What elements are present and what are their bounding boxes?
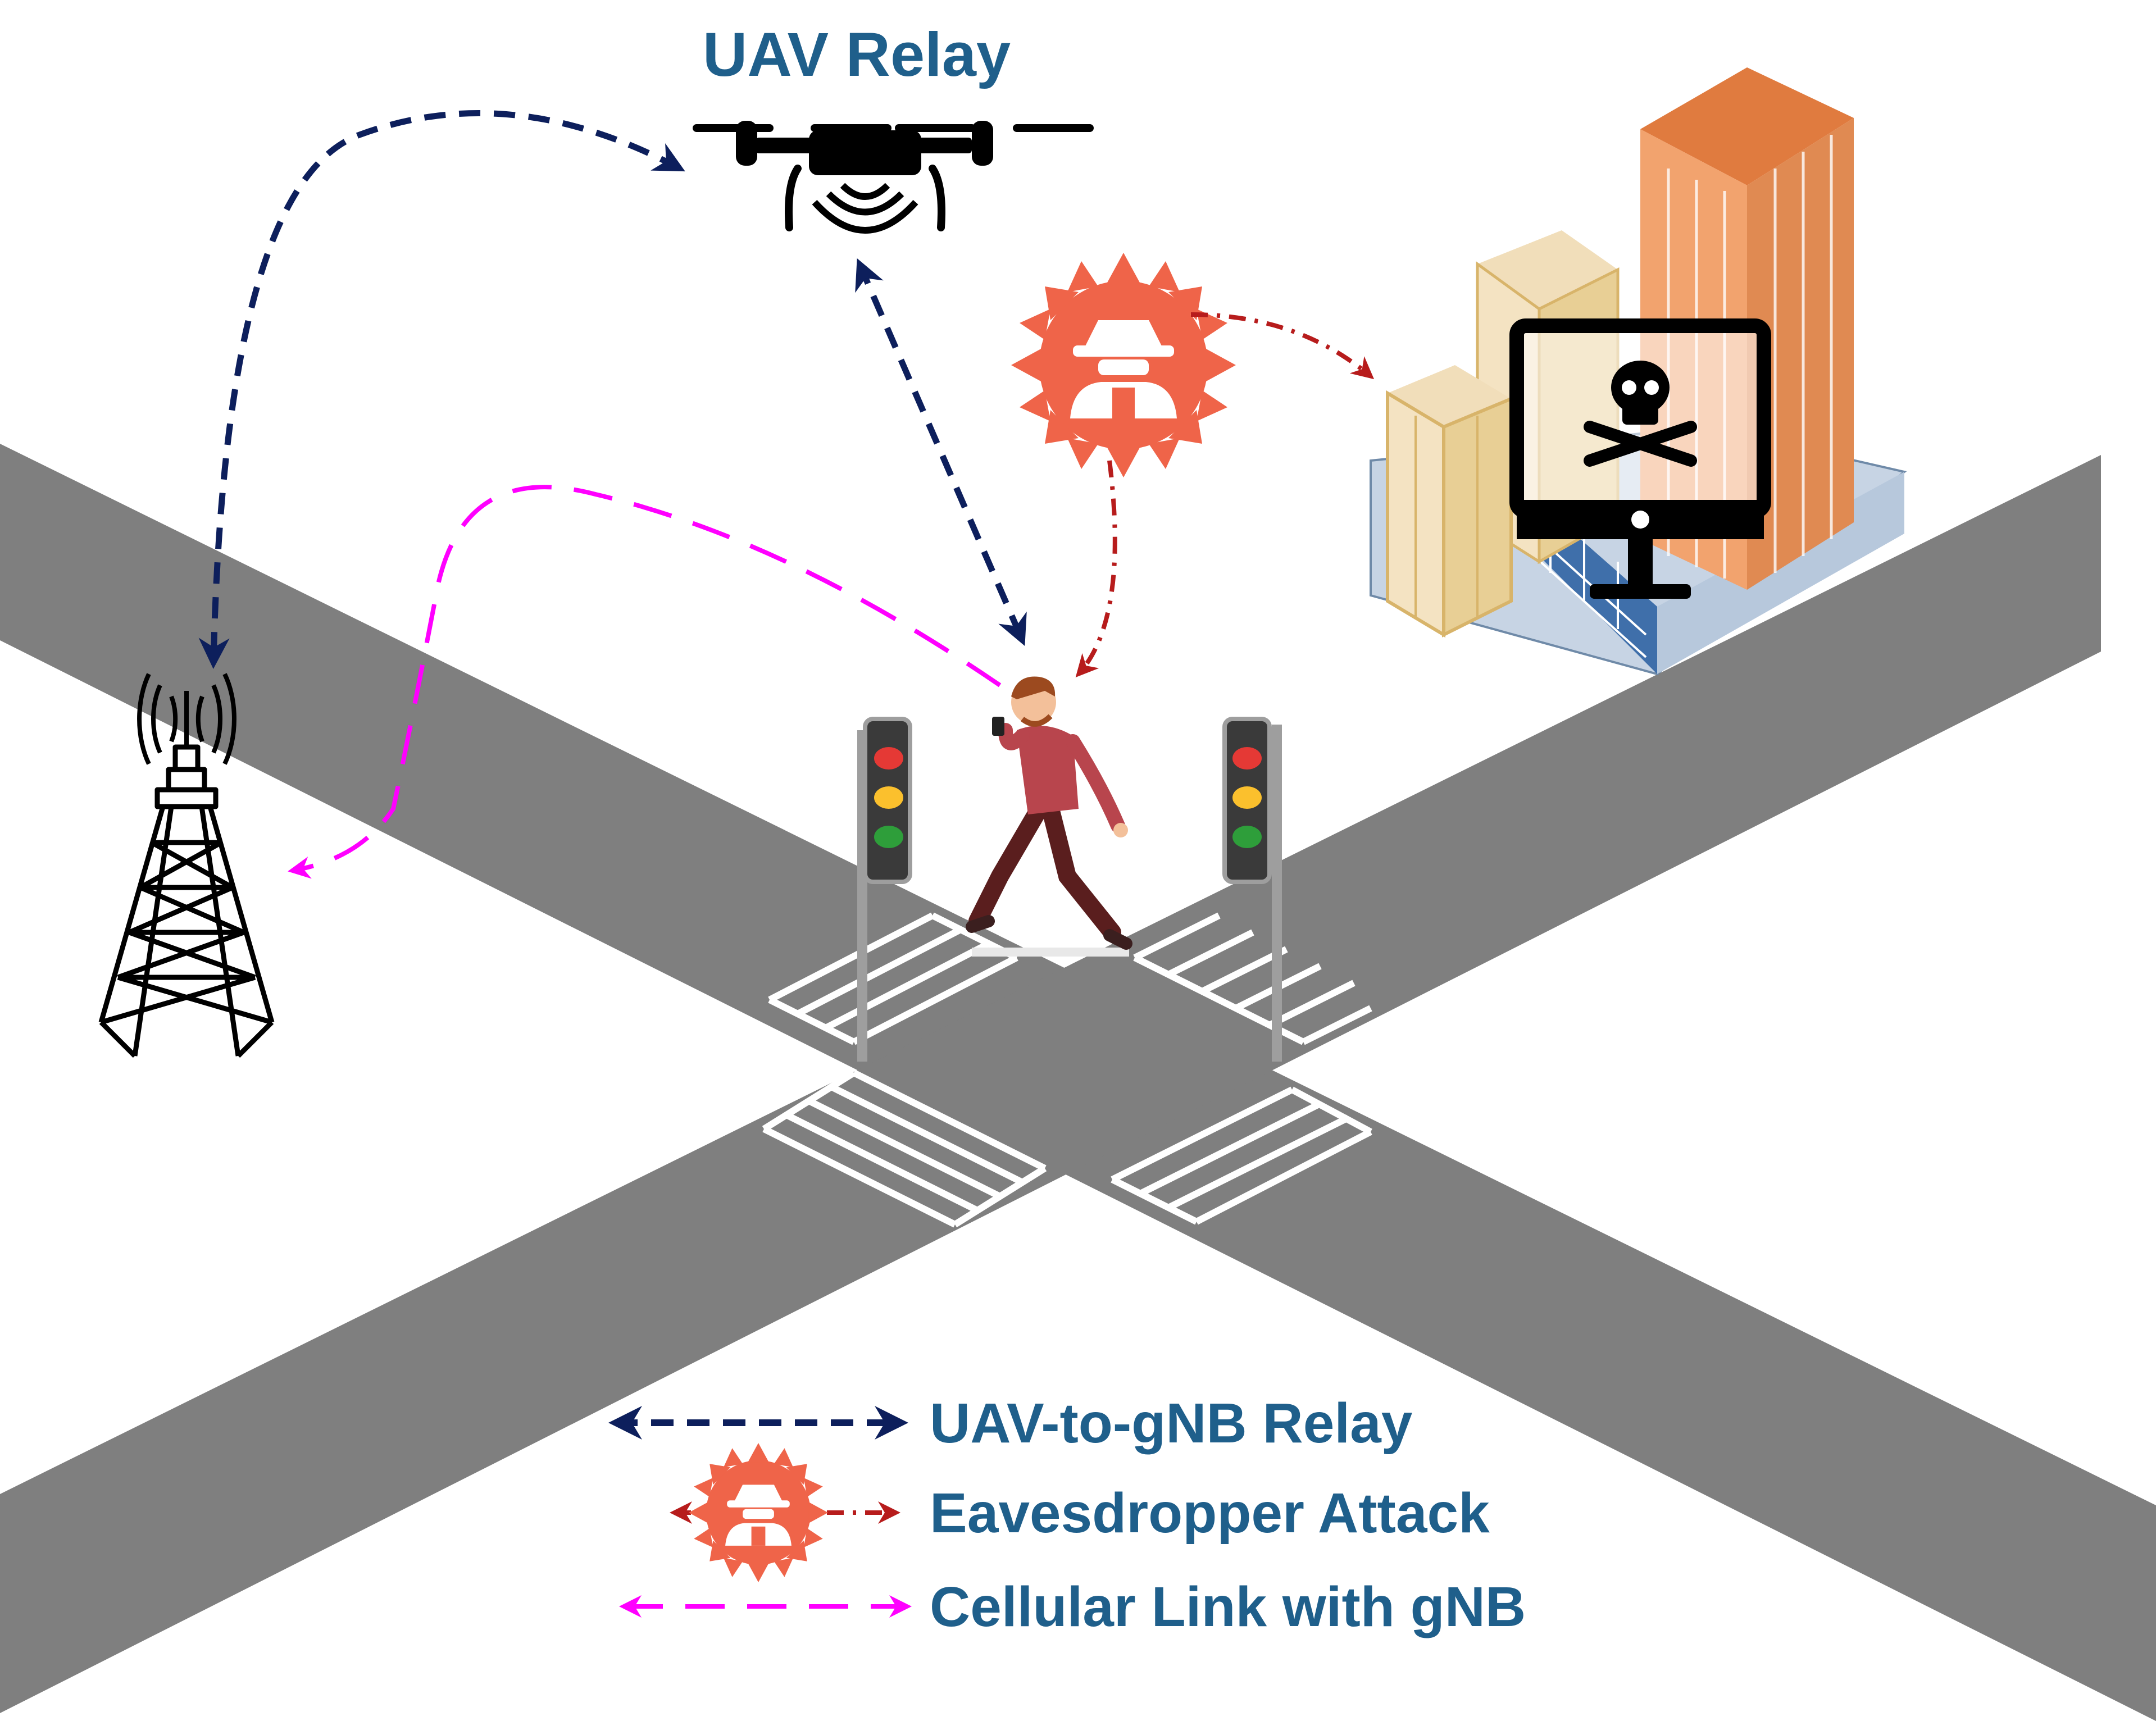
pedestrian-icon — [966, 676, 1132, 950]
crosswalk-southwest — [762, 1069, 1047, 1228]
legend-label-eavesdropper-attack: Eavesdropper Attack — [930, 1482, 1490, 1545]
crosswalks — [762, 912, 1372, 1228]
crosswalk-west — [768, 912, 1018, 1045]
drone-icon — [693, 121, 1094, 234]
legend-label-uav-gnb-relay: UAV-to-gNB Relay — [930, 1392, 1413, 1455]
link-uav-pedestrian — [855, 258, 1027, 646]
link-uav-gnb — [198, 110, 685, 669]
orange-tower-roof — [1640, 67, 1854, 185]
legend-item-cellular-link: Cellular Link with gNB — [619, 1576, 1526, 1638]
legend-eavesdropper-icon — [689, 1443, 828, 1582]
link-eavesdropper-server — [1190, 312, 1375, 380]
skull-monitor-icon — [1509, 318, 1771, 599]
eavesdropper-icon — [1011, 253, 1236, 477]
tower-signal-waves — [137, 673, 236, 765]
legend-label-cellular-link: Cellular Link with gNB — [930, 1576, 1526, 1638]
road-ne-sw — [0, 455, 2101, 1713]
uav-relay-title: UAV Relay — [703, 20, 1011, 89]
traffic-light-right — [1222, 717, 1282, 1062]
link-cellular — [288, 485, 1002, 879]
traffic-light-left — [857, 717, 912, 1062]
links — [198, 110, 1375, 879]
roads — [0, 444, 2156, 1721]
legend: UAV-to-gNB Relay — [608, 1392, 1526, 1638]
cell-tower-icon — [98, 673, 275, 1058]
crosswalk-southeast — [1111, 1086, 1372, 1225]
legend-item-eavesdropper-attack: Eavesdropper Attack — [670, 1443, 1490, 1582]
link-eavesdropper-pedestrian — [1075, 460, 1117, 677]
legend-item-uav-gnb-relay: UAV-to-gNB Relay — [608, 1392, 1413, 1455]
